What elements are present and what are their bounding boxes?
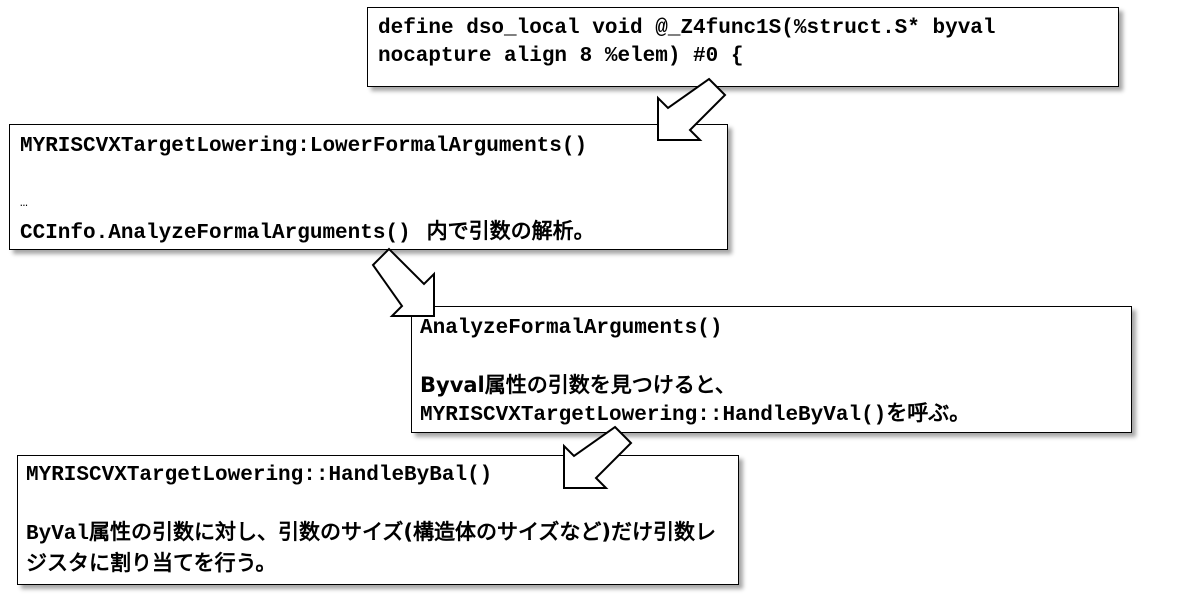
spacer — [20, 161, 717, 189]
handle-byval-title: MYRISCVXTargetLowering::HandleByBal() — [26, 464, 493, 487]
lower-formal-arguments-title: MYRISCVXTargetLowering:LowerFormalArgume… — [20, 135, 588, 158]
analyze-call-line: CCInfo.AnalyzeFormalArguments() 内で引数の解析。 — [20, 217, 717, 248]
analyze-desc-line2: MYRISCVXTargetLowering::HandleByVal()を呼ぶ… — [420, 399, 1123, 430]
ir-define-line1: define dso_local void @_Z4func1S(%struct… — [378, 17, 996, 40]
ir-define-box: define dso_local void @_Z4func1S(%struct… — [367, 7, 1119, 87]
lower-formal-arguments-box: MYRISCVXTargetLowering:LowerFormalArgume… — [9, 124, 728, 250]
analyze-desc-line2-jp: を呼ぶ。 — [886, 401, 971, 425]
handle-byval-box: MYRISCVXTargetLowering::HandleByBal() By… — [17, 455, 739, 585]
analyze-call-note: 内で引数の解析。 — [426, 219, 595, 243]
analyze-formal-arguments-box: AnalyzeFormalArguments() Byval属性の引数を見つける… — [411, 306, 1132, 433]
spacer — [26, 490, 730, 518]
analyze-desc-line1: Byval属性の引数を見つけると、 — [420, 373, 736, 397]
ellipsis-text: … — [20, 195, 28, 210]
analyze-formal-arguments-title: AnalyzeFormalArguments() — [420, 317, 723, 340]
handle-byval-code: MYRISCVXTargetLowering::HandleByVal() — [420, 404, 887, 427]
spacer — [420, 343, 1123, 371]
handle-byval-desc-text: 属性の引数に対し、引数のサイズ(構造体のサイズなど)だけ引数レジスタに割り当てを… — [26, 520, 716, 575]
handle-byval-desc: ByVal属性の引数に対し、引数のサイズ(構造体のサイズなど)だけ引数レジスタに… — [26, 518, 726, 580]
ir-define-line2: nocapture align 8 %elem) #0 { — [378, 45, 744, 68]
analyze-call-code: CCInfo.AnalyzeFormalArguments() — [20, 222, 411, 245]
byval-code: ByVal — [26, 523, 90, 546]
